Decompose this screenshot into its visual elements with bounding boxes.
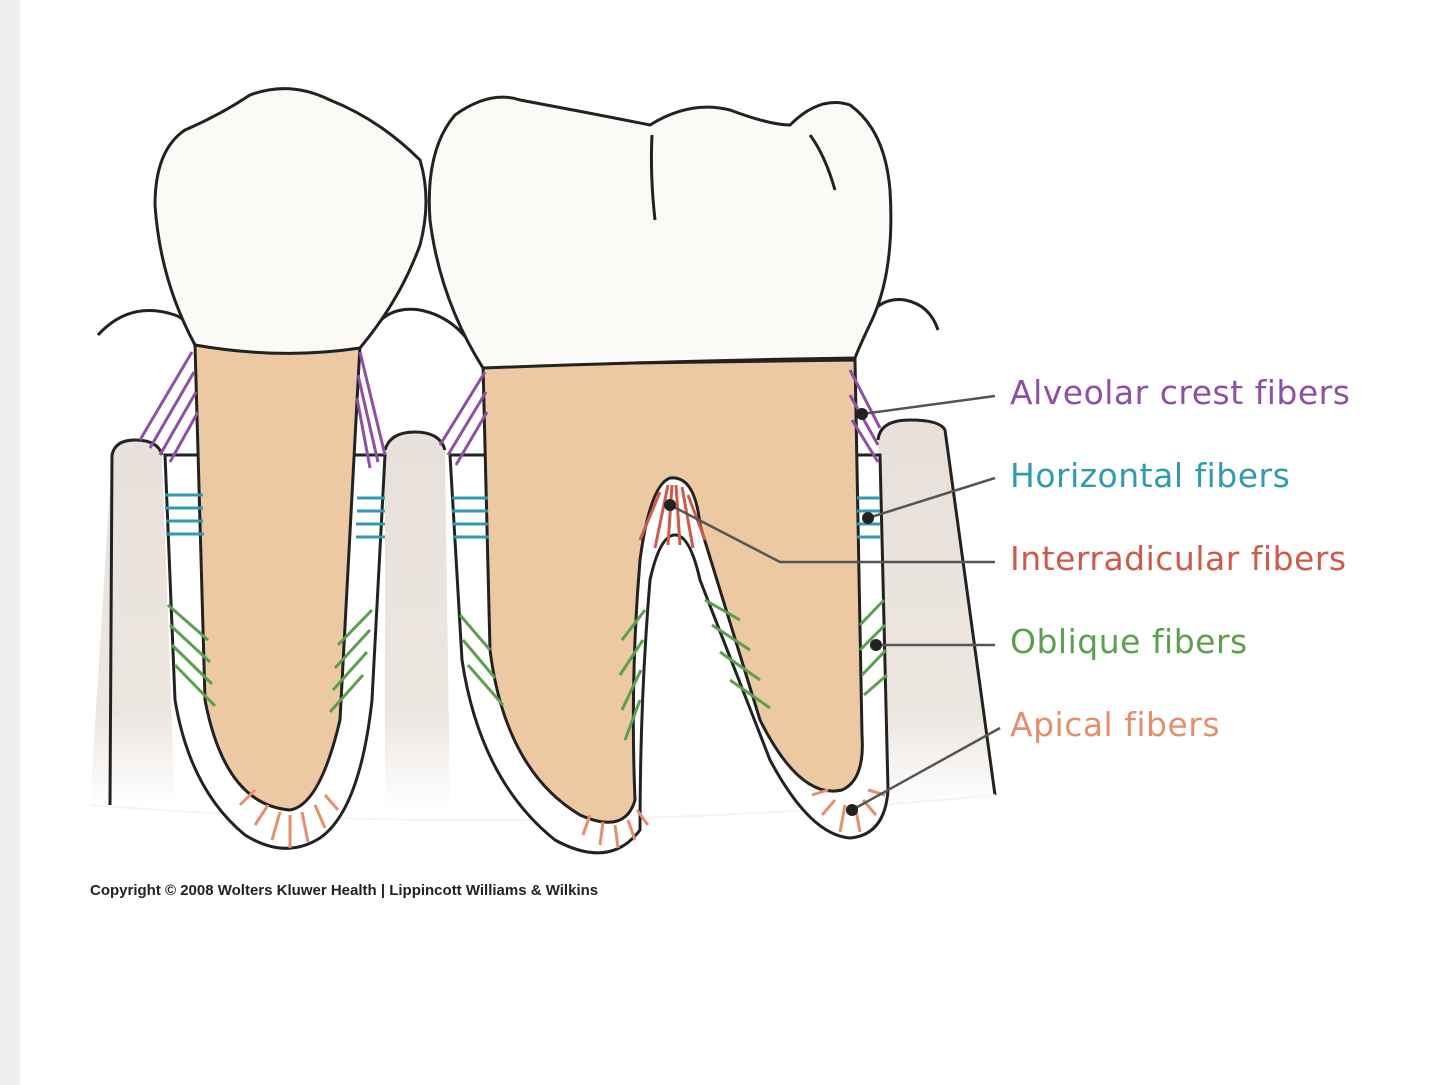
left-margin-strip (0, 0, 20, 1085)
label-alveolar-crest-fibers: Alveolar crest fibers (1010, 373, 1350, 412)
molar-root (481, 358, 864, 824)
leader-dots (664, 408, 882, 816)
oblique-fibers (167, 598, 888, 741)
leader-lines (669, 394, 1001, 812)
horizontal-fibers (165, 493, 880, 539)
leader-apical (851, 726, 1001, 812)
dot-interradicular (664, 499, 676, 511)
crowns (153, 87, 893, 370)
leader-interradicular (669, 503, 995, 564)
label-horizontal-fibers: Horizontal fibers (1010, 456, 1290, 495)
label-apical-fibers: Apical fibers (1010, 705, 1220, 744)
label-oblique-fibers: Oblique fibers (1010, 622, 1248, 661)
copyright-notice: Copyright © 2008 Wolters Kluwer Health |… (90, 882, 598, 899)
molar-crown (427, 95, 893, 370)
premolar-crown (153, 87, 428, 355)
alveolar-crest-fibers (138, 351, 882, 469)
dot-horizontal (862, 512, 874, 524)
leader-alveolar-crest (861, 394, 996, 416)
leader-horizontal (867, 476, 996, 520)
label-interradicular-fibers: Interradicular fibers (1010, 539, 1347, 578)
dot-alveolar-crest (856, 408, 868, 420)
premolar-root (193, 343, 362, 812)
dot-oblique (870, 639, 882, 651)
apical-fibers (238, 788, 886, 849)
alveolar-bone (89, 418, 997, 822)
dot-apical (846, 804, 858, 816)
roots (193, 343, 864, 824)
